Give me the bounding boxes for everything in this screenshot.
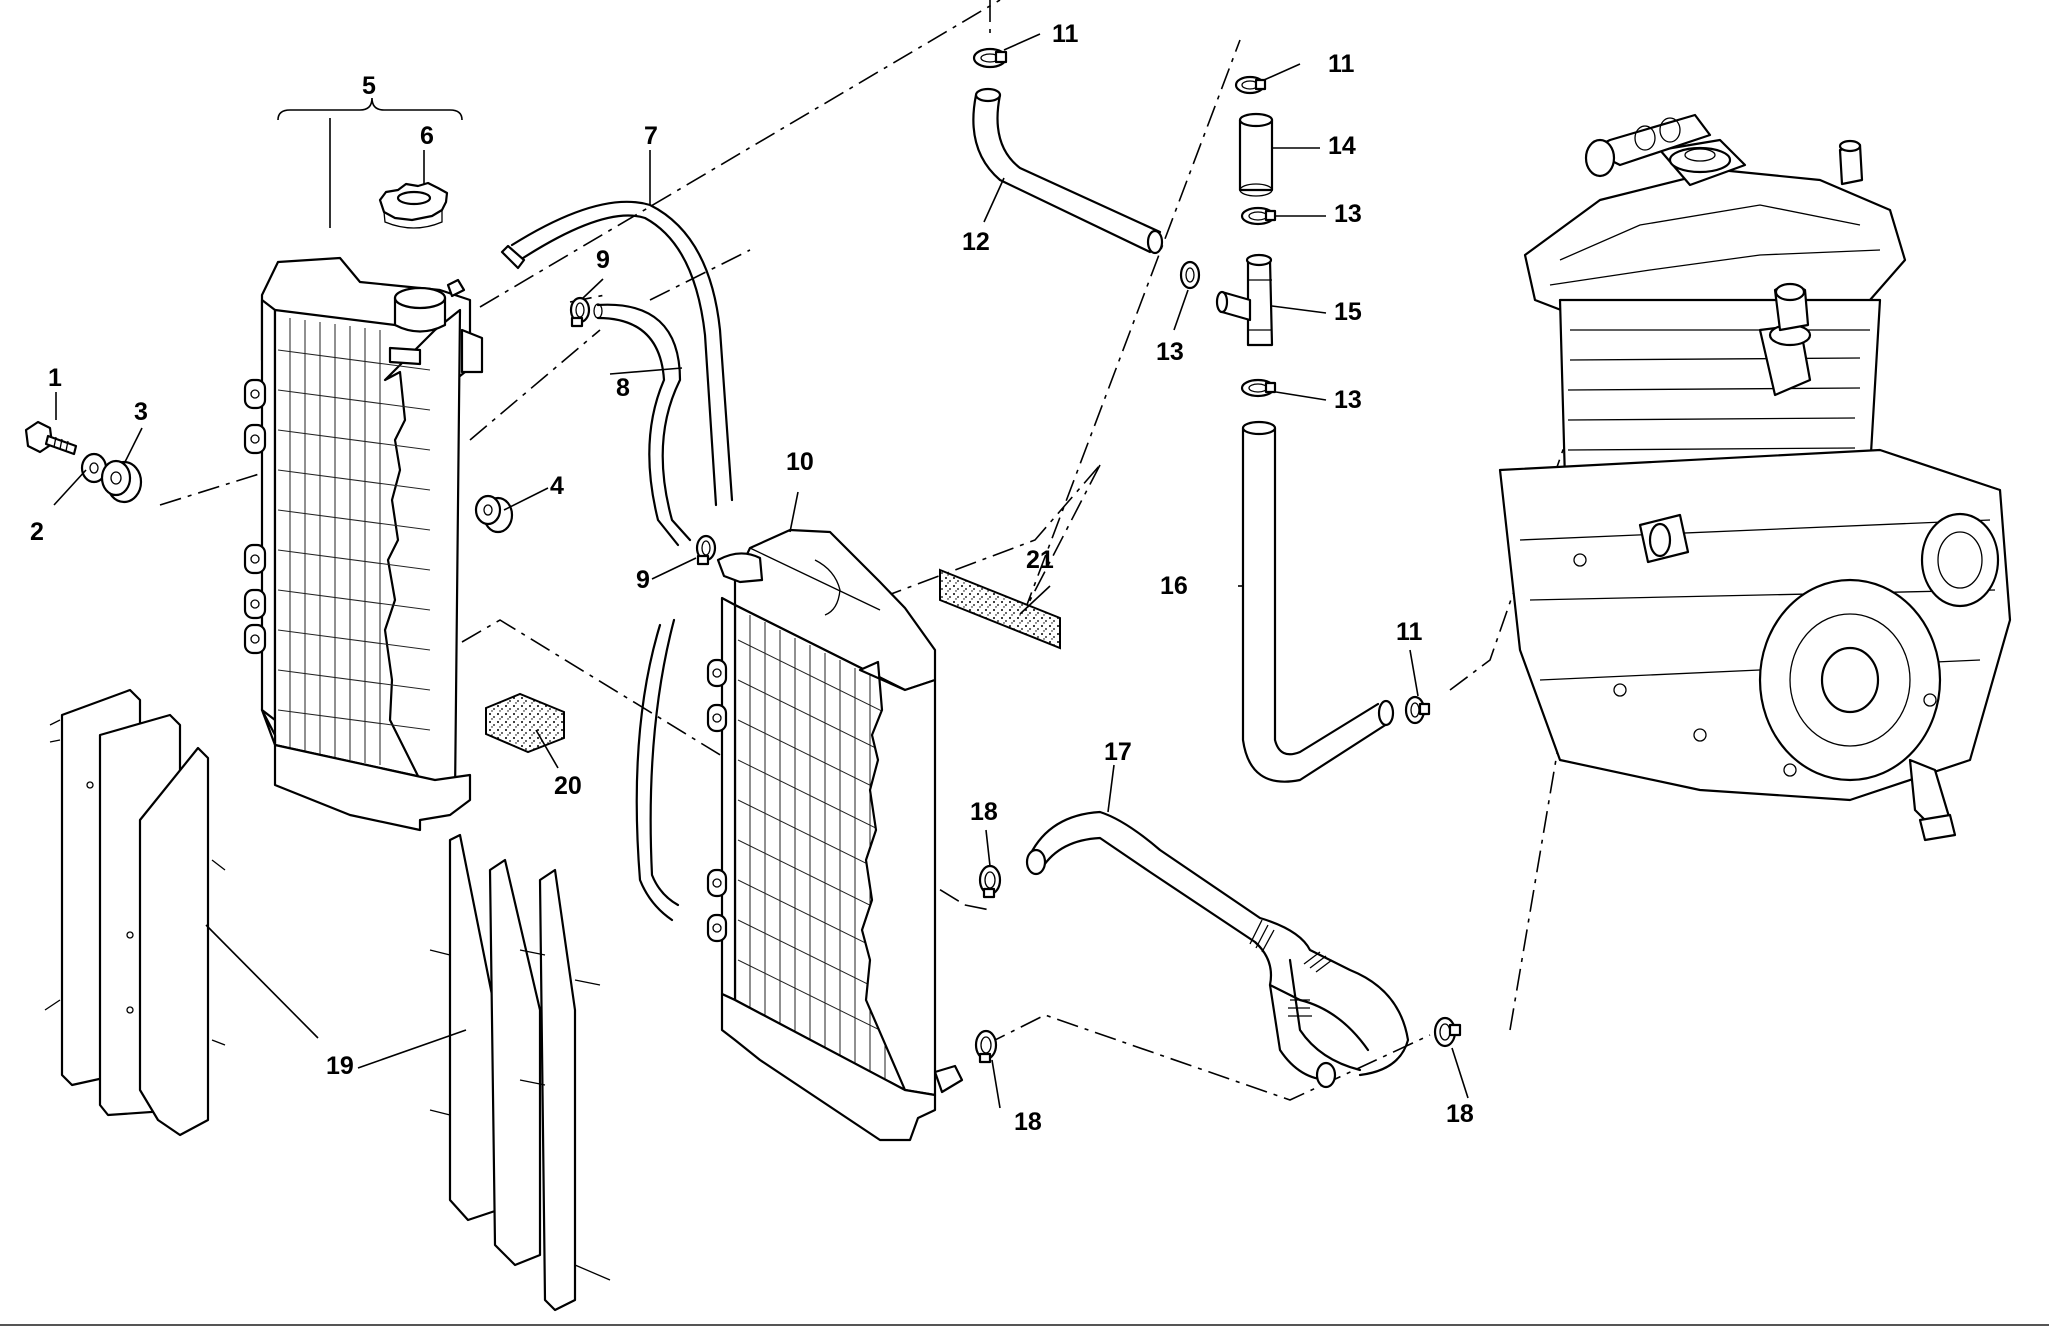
label-11-top-left: 11	[1052, 20, 1079, 48]
label-18-upper: 18	[970, 798, 998, 826]
clamp-9-lower	[695, 534, 717, 566]
label-20: 20	[554, 772, 582, 800]
label-15: 15	[1334, 298, 1362, 326]
callout-labels: 1 2 3 4 5 6 7 8 9 9 10 11 11 11 12 13 13…	[30, 20, 1474, 1136]
clamp-13-lower	[1240, 378, 1277, 398]
foam-strip	[939, 568, 1061, 650]
label-11-engine: 11	[1396, 618, 1423, 646]
clamp-13-upper	[1240, 206, 1277, 226]
label-16: 16	[1160, 572, 1188, 600]
clamp-11-top-right	[1234, 75, 1267, 95]
upper-hose	[972, 87, 1164, 255]
label-8: 8	[616, 374, 630, 402]
label-11-top-right: 11	[1328, 50, 1355, 78]
label-5: 5	[362, 72, 376, 100]
label-4: 4	[550, 472, 564, 500]
bottom-divider	[0, 1324, 2049, 1326]
clamp-11-top-left	[972, 47, 1008, 69]
brace-5	[277, 97, 463, 121]
label-13-side: 13	[1156, 338, 1184, 366]
label-18-engine: 18	[1446, 1100, 1474, 1128]
label-14: 14	[1328, 132, 1356, 160]
label-3: 3	[134, 398, 148, 426]
spacer-bushing	[474, 494, 514, 534]
label-9-lower: 9	[636, 566, 650, 594]
engine	[1498, 113, 2012, 842]
label-12: 12	[962, 228, 990, 256]
leader-lines	[53, 33, 1469, 1109]
right-radiator	[706, 528, 964, 1142]
label-18-lower: 18	[1014, 1108, 1042, 1136]
overflow-hose	[500, 200, 734, 922]
clamp-11-engine	[1404, 695, 1431, 725]
clamp-18-upper	[978, 864, 1002, 899]
label-21: 21	[1026, 546, 1054, 574]
label-2: 2	[30, 518, 44, 546]
label-6: 6	[420, 122, 434, 150]
label-1: 1	[48, 364, 62, 392]
radiator-cap	[378, 181, 449, 229]
label-17: 17	[1104, 738, 1132, 766]
label-19: 19	[326, 1052, 354, 1080]
label-9-upper: 9	[596, 246, 610, 274]
clamp-13-side	[1179, 260, 1201, 290]
clamp-18-lower	[974, 1029, 998, 1064]
label-10: 10	[786, 448, 814, 476]
label-13-lower: 13	[1334, 386, 1362, 414]
label-7: 7	[644, 122, 658, 150]
radiator-guards	[44, 688, 611, 1312]
clamp-9-upper	[569, 296, 591, 328]
long-hose	[1241, 420, 1395, 783]
label-13-upper: 13	[1334, 200, 1362, 228]
short-hose	[1238, 112, 1274, 197]
connecting-hose	[593, 303, 692, 547]
lower-y-hose	[1025, 810, 1410, 1089]
t-fitting	[1215, 253, 1274, 347]
clamp-18-engine	[1433, 1016, 1462, 1048]
bolt-washer-grommet	[24, 420, 143, 504]
foam-pad	[485, 692, 565, 754]
left-radiator	[243, 256, 484, 832]
